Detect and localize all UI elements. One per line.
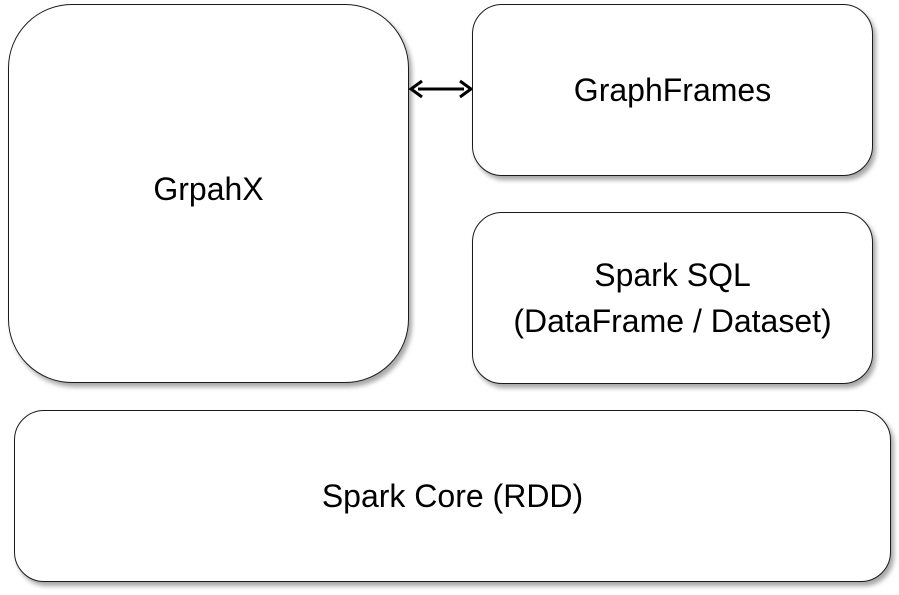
spark-sql-box: Spark SQL (DataFrame / Dataset) [472, 212, 873, 384]
spark-sql-sublabel: (DataFrame / Dataset) [513, 303, 832, 339]
spark-core-label: Spark Core (RDD) [321, 478, 584, 514]
graphframes-label: GraphFrames [573, 72, 772, 108]
graphx-box: GrpahX [8, 4, 409, 383]
graphframes-box: GraphFrames [472, 4, 873, 176]
bidirectional-arrow-icon [408, 79, 474, 99]
graphx-label: GrpahX [153, 170, 264, 207]
spark-core-box: Spark Core (RDD) [14, 410, 891, 582]
spark-sql-label: Spark SQL [594, 257, 751, 293]
